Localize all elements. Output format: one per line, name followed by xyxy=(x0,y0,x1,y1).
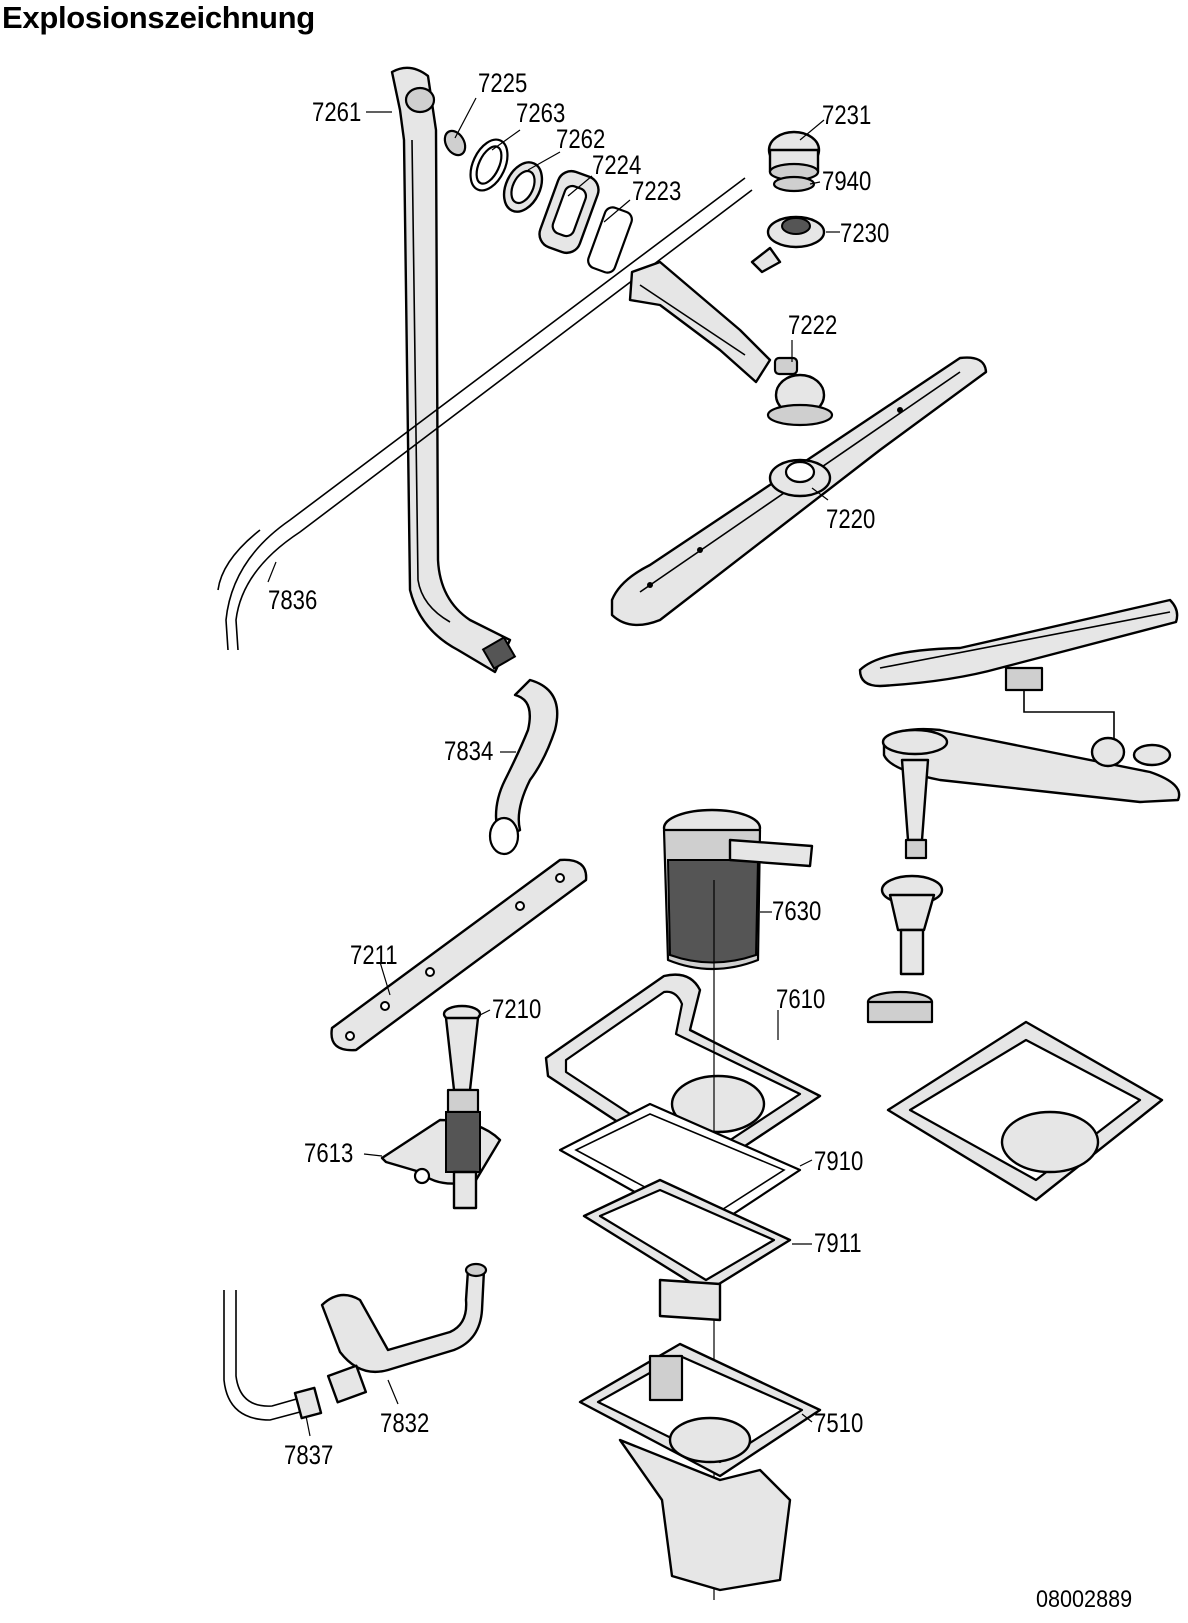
label-7911: 7911 xyxy=(814,1228,862,1258)
label-7834: 7834 xyxy=(444,736,494,766)
part-7230-bearing xyxy=(750,215,826,274)
part-7211-lower-spray-arm xyxy=(330,858,588,1052)
part-7222-connector xyxy=(766,356,834,427)
label-7940: 7940 xyxy=(822,166,872,196)
label-7261: 7261 xyxy=(312,97,362,127)
part-7940-ring xyxy=(772,175,816,193)
part-upper-feed-tube xyxy=(628,260,772,384)
label-7630: 7630 xyxy=(772,896,822,926)
part-7832-hose xyxy=(320,1262,488,1404)
part-7630-filter xyxy=(662,808,814,971)
label-7510: 7510 xyxy=(814,1408,864,1438)
label-7836: 7836 xyxy=(268,585,318,615)
part-7220-upper-spray-arm xyxy=(610,356,988,627)
part-7262-gear-nut xyxy=(502,161,544,213)
part-7210-pipe xyxy=(442,1004,482,1114)
part-7837-hose xyxy=(223,1290,323,1421)
part-right-top-spray-arm xyxy=(858,598,1179,740)
part-7223-seal xyxy=(587,206,633,274)
part-7510-sump xyxy=(578,1278,822,1592)
label-7262: 7262 xyxy=(556,124,606,154)
part-7834-hose xyxy=(488,678,559,856)
part-right-lower-spray-arm xyxy=(866,727,1181,1024)
label-7230: 7230 xyxy=(840,218,890,248)
document-number: 08002889 xyxy=(1036,1586,1133,1613)
label-7832: 7832 xyxy=(380,1408,430,1438)
part-7610-tray xyxy=(544,880,822,1600)
leader-lines xyxy=(267,97,840,1437)
label-7610: 7610 xyxy=(776,984,826,1014)
label-7231: 7231 xyxy=(822,100,872,130)
label-7613: 7613 xyxy=(304,1138,354,1168)
label-7210: 7210 xyxy=(492,994,542,1024)
label-7224: 7224 xyxy=(592,150,642,180)
label-7225: 7225 xyxy=(478,68,528,98)
label-7263: 7263 xyxy=(516,98,566,128)
part-right-funnel xyxy=(886,1020,1164,1202)
part-7224-connector xyxy=(538,169,600,255)
label-7910: 7910 xyxy=(814,1146,864,1176)
label-7837: 7837 xyxy=(284,1440,334,1470)
label-7223: 7223 xyxy=(632,176,682,206)
part-7263-ring xyxy=(469,138,509,192)
part-7231-cap xyxy=(767,130,821,182)
label-7220: 7220 xyxy=(826,504,876,534)
label-7211: 7211 xyxy=(350,940,398,970)
part-7911-seal xyxy=(582,1178,792,1294)
page-title: Explosionszeichnung xyxy=(2,0,315,35)
part-7261-supply-pipe xyxy=(390,66,517,674)
part-7225-nut xyxy=(443,129,467,157)
part-7836-hose xyxy=(217,177,753,651)
label-7222: 7222 xyxy=(788,310,838,340)
part-7613-bracket xyxy=(380,1111,502,1210)
